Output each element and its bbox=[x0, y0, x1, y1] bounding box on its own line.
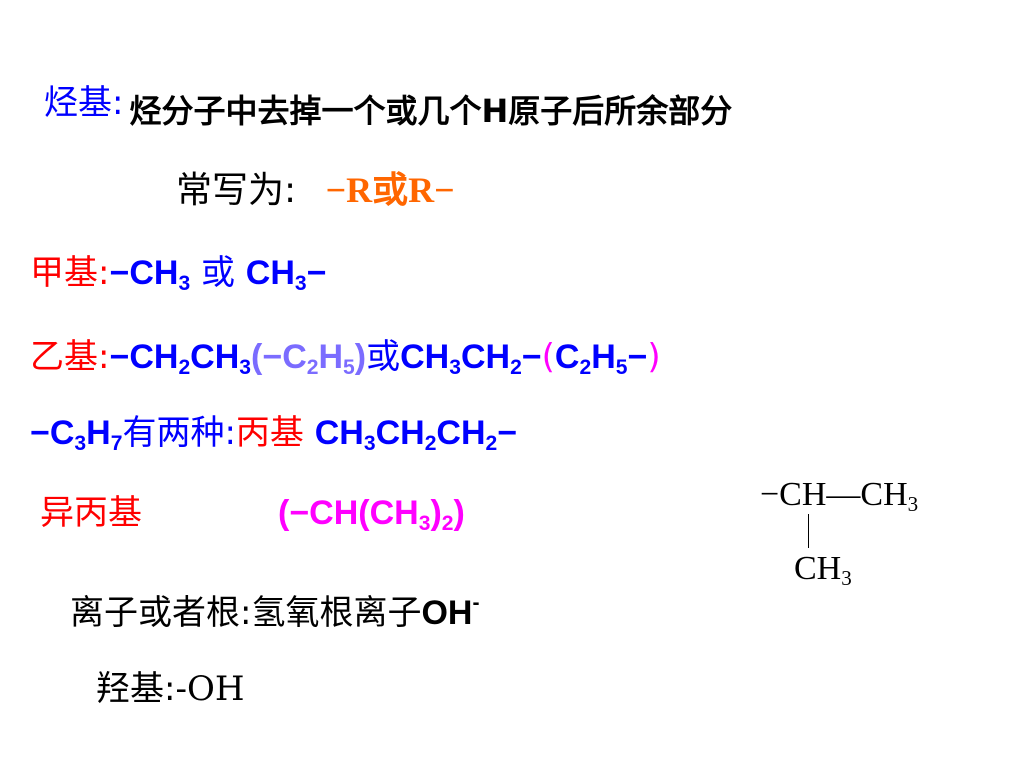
methyl-s1: 3 bbox=[178, 271, 191, 295]
isopropyl-s2: 2 bbox=[441, 511, 454, 535]
hydroxyl-line: 羟基:-OH bbox=[96, 672, 244, 706]
ethyl-ps1: 2 bbox=[306, 355, 319, 379]
ethyl-qs1: 2 bbox=[579, 355, 592, 379]
ion-text: 离子或者根:氢氧根离子 bbox=[70, 593, 422, 633]
structure-bottom: CH bbox=[794, 550, 842, 587]
ethyl-a: −CH bbox=[109, 338, 179, 376]
structure-bottom-s: 3 bbox=[841, 565, 852, 590]
methyl-f2: CH bbox=[245, 254, 295, 292]
ethyl-p-h: H bbox=[318, 338, 344, 376]
ethyl-line: 乙基:−CH2CH3(−C2H5)或CH3CH2−(C2H5−) bbox=[30, 337, 661, 379]
ethyl-q-close: ) bbox=[647, 337, 661, 377]
isopropyl-close: ) bbox=[453, 494, 465, 532]
ethyl-p-close: ) bbox=[354, 338, 367, 376]
ethyl-q-open: ( bbox=[541, 337, 555, 377]
propyl-ds: 2 bbox=[424, 431, 437, 455]
ethyl-d-dash: − bbox=[521, 338, 542, 376]
ethyl-formula-2: CH3CH2− bbox=[400, 338, 542, 379]
ethyl-d: CH bbox=[460, 338, 511, 376]
propyl-a: −C bbox=[30, 414, 75, 452]
isopropyl-mid: ) bbox=[430, 494, 442, 532]
isopropyl-structure-top: −CH—CH3 bbox=[760, 476, 918, 515]
methyl-line: 甲基:−CH3 或 CH3− bbox=[30, 253, 327, 295]
ion-formula: OH- bbox=[421, 591, 480, 632]
propyl-e: CH bbox=[436, 414, 486, 452]
ethyl-p-open: (−C bbox=[251, 338, 307, 376]
notation-line: 常写为: −R或R− bbox=[176, 172, 455, 209]
propyl-b: H bbox=[86, 414, 111, 452]
ethyl-cs: 3 bbox=[449, 355, 461, 379]
isopropyl-open: (−CH(CH bbox=[278, 494, 419, 532]
propyl-line: −C3H7有两种:丙基 CH3CH2CH2− bbox=[30, 413, 518, 455]
methyl-dash: − bbox=[306, 254, 327, 292]
isopropyl-structure-bottom: CH3 bbox=[794, 550, 852, 589]
hydrocarbyl-definition: 烃分子中去掉一个或几个H原子后所余部分 bbox=[129, 92, 733, 130]
ethyl-as: 2 bbox=[178, 355, 191, 379]
ethyl-ds: 2 bbox=[510, 355, 522, 379]
propyl-d: CH bbox=[375, 414, 425, 452]
propyl-dash: − bbox=[497, 414, 518, 452]
methyl-or: 或 bbox=[190, 253, 246, 293]
ethyl-c: CH bbox=[400, 338, 450, 376]
propyl-c: CH bbox=[314, 414, 364, 452]
ethyl-name: 乙基: bbox=[30, 337, 110, 377]
propyl-es: 2 bbox=[485, 431, 498, 455]
propyl-formula-2: CH3CH2CH2− bbox=[314, 414, 518, 455]
ion-line: 离子或者根:氢氧根离子OH- bbox=[70, 591, 480, 633]
ethyl-or: 或 bbox=[366, 337, 401, 377]
ethyl-formula-paren: (−C2H5) bbox=[251, 338, 367, 379]
structure-top-s: 3 bbox=[907, 491, 919, 516]
notation-formula: −R或R− bbox=[325, 170, 455, 210]
methyl-formula: −CH3 bbox=[109, 254, 191, 295]
propyl-cs: 3 bbox=[363, 431, 376, 455]
propyl-text: 有两种: bbox=[122, 413, 236, 453]
hydrocarbyl-term: 烃基: bbox=[44, 83, 124, 123]
hydroxyl-formula: -OH bbox=[175, 669, 245, 709]
notation-prefix: 常写为: bbox=[176, 170, 297, 211]
methyl-name: 甲基: bbox=[30, 253, 110, 293]
propyl-bs: 7 bbox=[110, 431, 123, 455]
isopropyl-s1: 3 bbox=[418, 511, 431, 535]
ethyl-b: CH bbox=[190, 338, 240, 376]
ethyl-qs2: 5 bbox=[615, 355, 628, 379]
hydrocarbyl-line: 烃基:烃分子中去掉一个或几个H原子后所余部分 bbox=[44, 83, 732, 127]
ethyl-q-dash: − bbox=[627, 338, 648, 376]
ethyl-q-c: C bbox=[554, 338, 580, 376]
propyl-as: 3 bbox=[74, 431, 87, 455]
ion-charge: - bbox=[472, 591, 480, 615]
structure-top-a: −CH—CH bbox=[760, 476, 908, 513]
ion-formula-text: OH bbox=[421, 594, 473, 632]
propyl-name: 丙基 bbox=[235, 413, 315, 453]
isopropyl-name: 异丙基 bbox=[40, 493, 142, 533]
isopropyl-formula: (−CH(CH3)2) bbox=[278, 494, 465, 535]
hydroxyl-text: 羟基: bbox=[96, 669, 176, 709]
ethyl-bs: 3 bbox=[239, 355, 252, 379]
ethyl-ps2: 5 bbox=[343, 355, 355, 379]
structure-bond-line bbox=[808, 514, 809, 548]
ethyl-q-h: H bbox=[591, 338, 616, 376]
ethyl-formula-q: C2H5− bbox=[554, 338, 648, 379]
methyl-formula-2: CH3− bbox=[245, 254, 327, 295]
methyl-f1: −CH bbox=[109, 254, 179, 292]
methyl-s2: 3 bbox=[294, 271, 307, 295]
ethyl-formula-1: −CH2CH3 bbox=[109, 338, 252, 379]
propyl-formula-1: −C3H7 bbox=[30, 414, 123, 455]
isopropyl-line: 异丙基 (−CH(CH3)2) bbox=[40, 493, 465, 535]
